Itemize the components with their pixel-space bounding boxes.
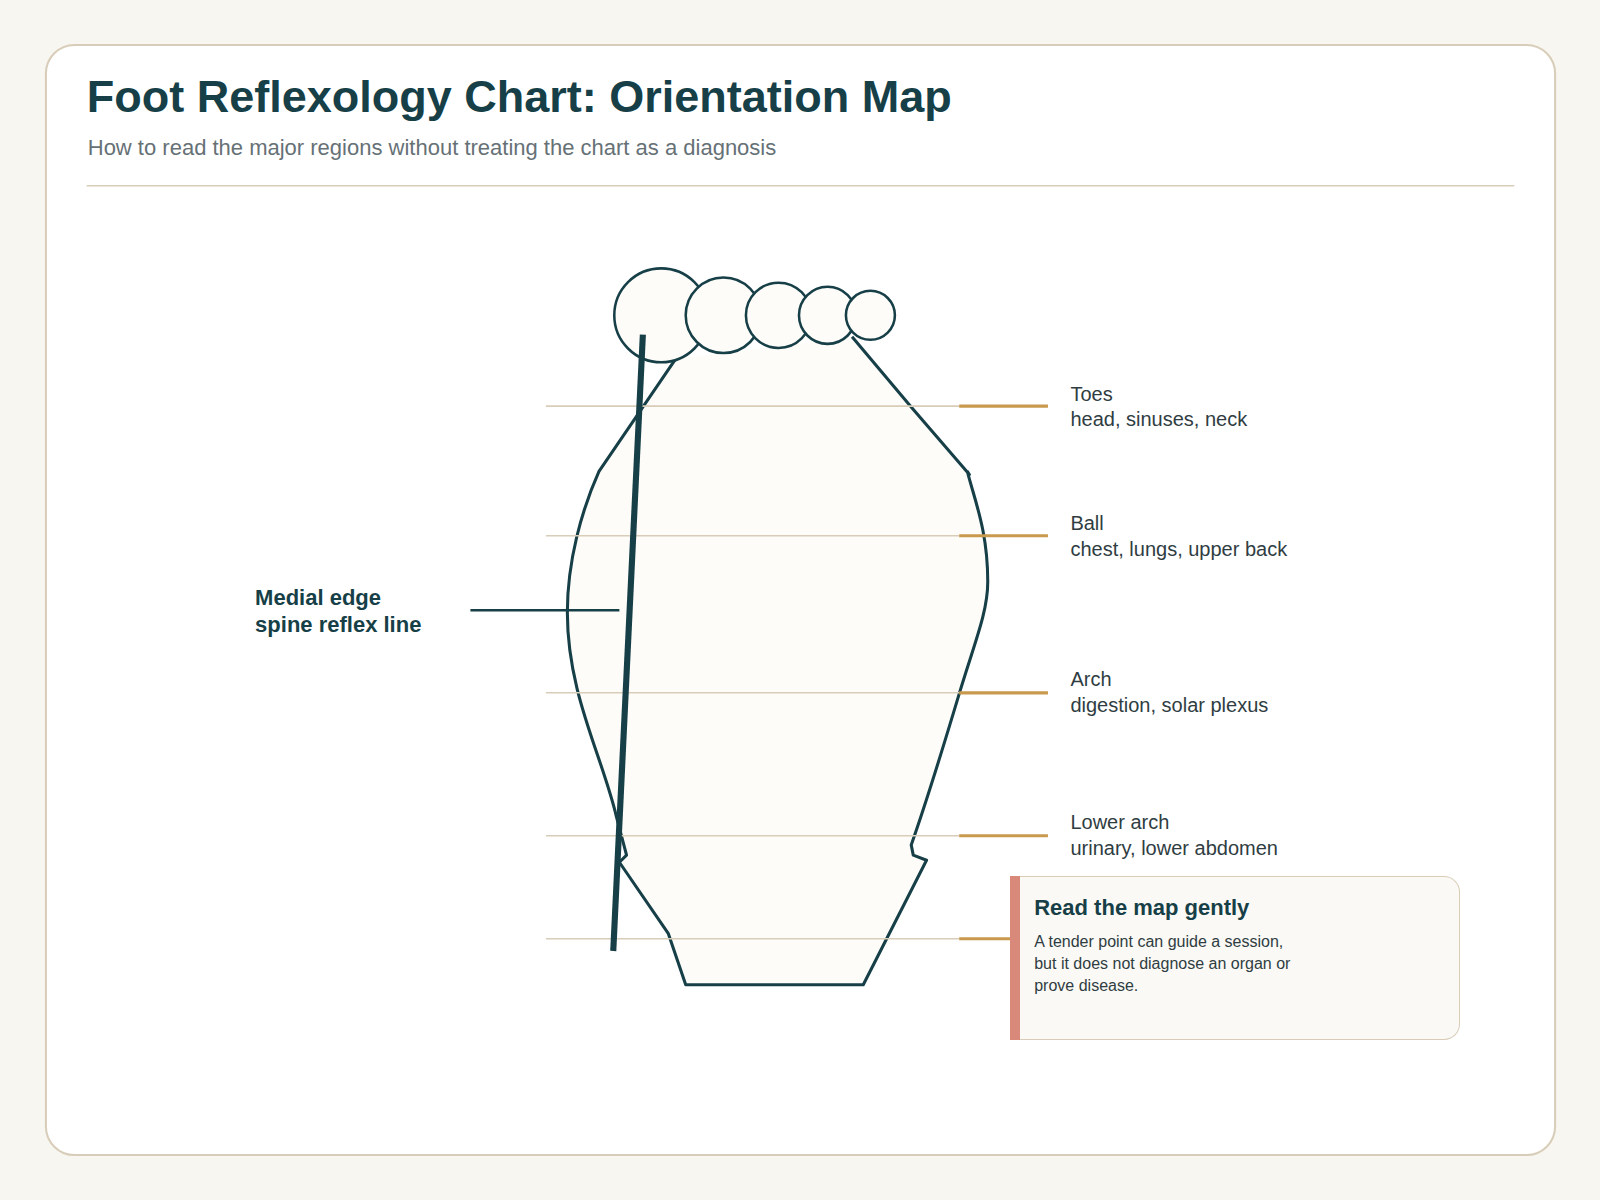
region-organs: chest, lungs, upper back: [1070, 537, 1287, 561]
zone-lines: [546, 406, 959, 939]
callout-box: Read the map gently A tender point can gu…: [1010, 876, 1460, 1040]
toes: [614, 268, 895, 362]
chart-title: Foot Reflexology Chart: Orientation Map: [87, 71, 952, 123]
region-organs: digestion, solar plexus: [1070, 693, 1268, 717]
title-rule: [87, 185, 1515, 187]
spine-line: [613, 335, 643, 951]
accent-bar: [1010, 876, 1020, 1040]
region-name: Lower arch: [1070, 810, 1169, 834]
callout-heading: Read the map gently: [1034, 895, 1459, 921]
spine-leader: [470, 609, 619, 612]
callout-body: A tender point can guide a session, but …: [1034, 931, 1304, 997]
chart-subtitle: How to read the major regions without tr…: [88, 135, 777, 161]
region-name: Ball: [1070, 511, 1103, 535]
region-name: Arch: [1070, 667, 1111, 691]
region-name: Toes: [1070, 382, 1112, 406]
spine-label: Medial edge spine reflex line: [255, 585, 437, 639]
region-organs: head, sinuses, neck: [1070, 407, 1247, 431]
leader-lines: [959, 406, 1048, 939]
card: [46, 45, 1555, 1155]
foot-outline: [567, 337, 987, 985]
region-organs: urinary, lower abdomen: [1070, 836, 1278, 860]
